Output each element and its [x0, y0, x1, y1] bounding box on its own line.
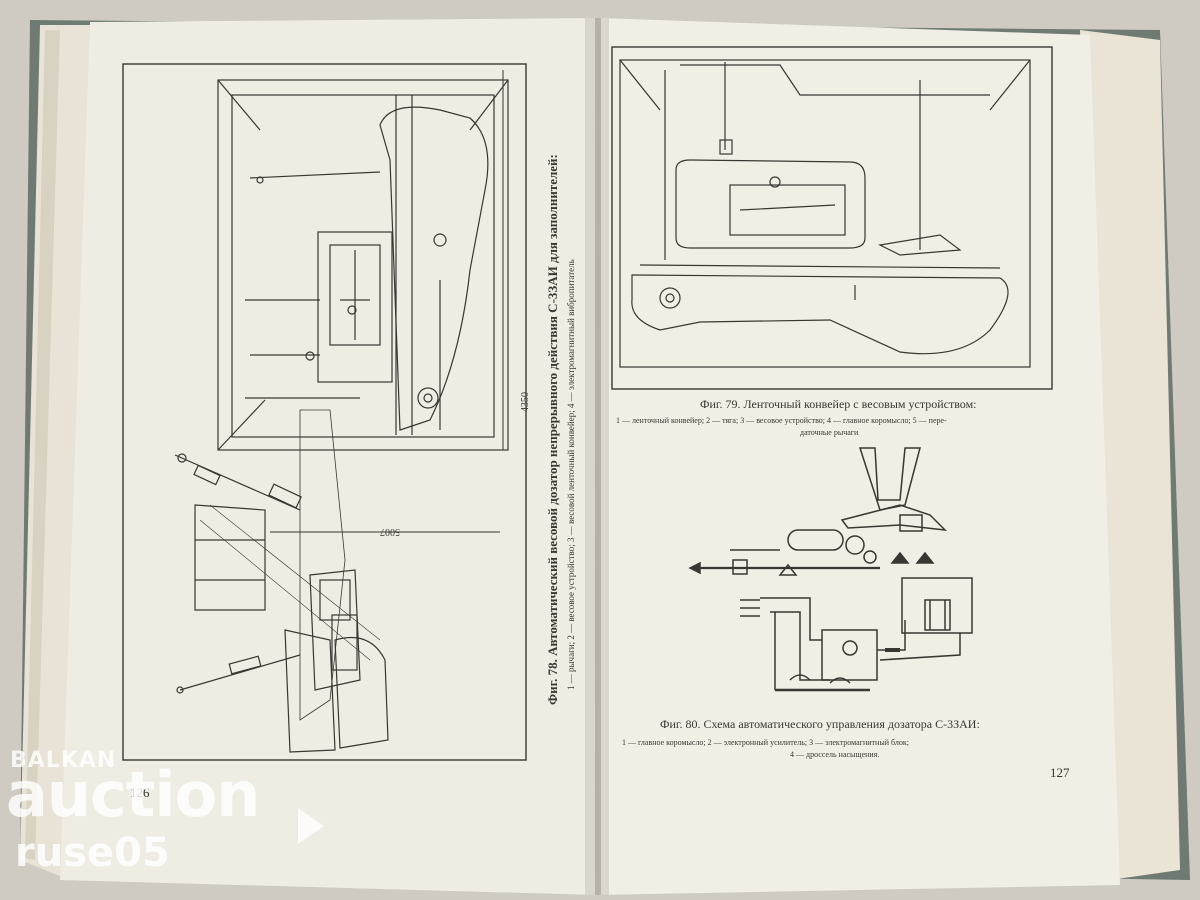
figure-79-caption: Фиг. 79. Ленточный конвейер с весовым ус…: [700, 397, 977, 411]
watermark-balkan: BALKAN: [10, 748, 117, 773]
figure-79-legend-line2: даточные рычаги: [800, 428, 859, 437]
figure-78-number: Фиг. 78.: [545, 659, 560, 705]
figure-78-drawing: [122, 63, 527, 761]
left-page-number: 126: [130, 785, 150, 800]
right-page-number: 127: [1050, 765, 1070, 780]
dimension-height-label: 4350: [520, 392, 531, 412]
figure-80-legend-line2: 4 — дроссель насыщения.: [790, 750, 880, 759]
figure-80-caption: Фиг. 80. Схема автоматического управлени…: [660, 717, 980, 731]
figure-78-caption: Фиг. 78. Автоматический весовой дозатор …: [545, 85, 561, 705]
watermark-auction: auction: [6, 758, 260, 831]
dimension-width-label: 5007: [380, 526, 400, 537]
figure-80-legend-line1: 1 — главное коромысло; 2 — электронный у…: [622, 738, 909, 747]
left-page: [60, 18, 600, 895]
watermark-play-icon: [298, 808, 324, 844]
figure-78-legend: 1 — рычаги; 2 — весовое устройство; 3 — …: [566, 259, 576, 690]
figure-80-schematic: [688, 447, 973, 692]
right-page: [596, 18, 1120, 895]
figure-79-legend-line1: 1 — ленточный конвейер; 2 — тяга; 3 — ве…: [616, 416, 947, 425]
figure-78-title: Автоматический весовой дозатор непрерывн…: [545, 154, 560, 656]
watermark-ruse05: ruse05: [15, 830, 170, 876]
figure-79-drawing: [611, 46, 1053, 390]
